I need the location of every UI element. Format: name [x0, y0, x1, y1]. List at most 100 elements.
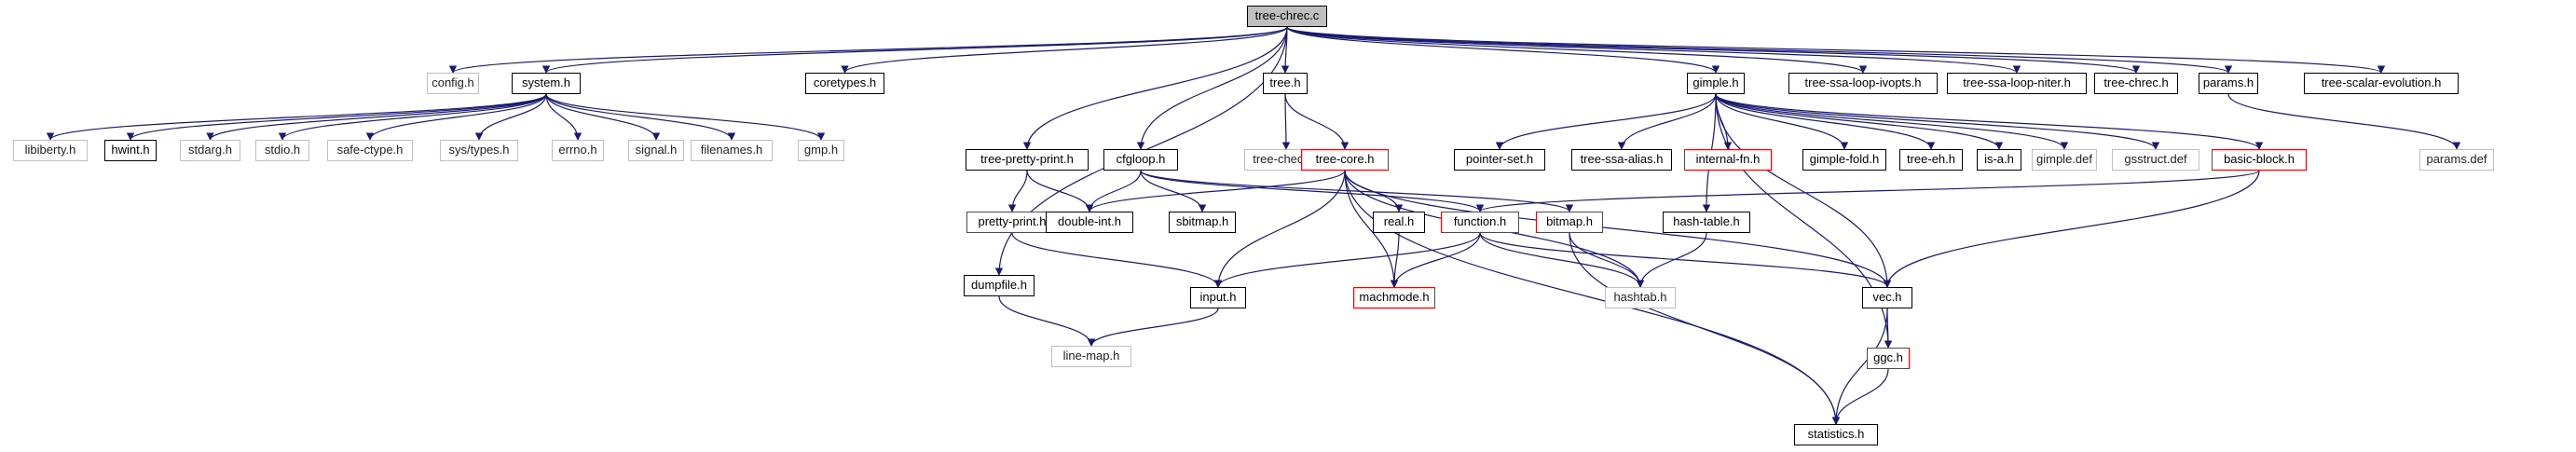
node-label: config.h [432, 75, 474, 89]
node-errno[interactable]: errno.h [552, 140, 604, 161]
edge-basicblock-to-vec [1883, 170, 2260, 288]
edge-root-to-gimple [1286, 26, 1720, 74]
node-treepp[interactable]: tree-pretty-print.h [966, 149, 1089, 171]
node-systypes[interactable]: sys/types.h [440, 140, 518, 161]
edge-function-to-vec [1479, 232, 1892, 288]
node-function[interactable]: function.h [1441, 212, 1519, 233]
node-safectype[interactable]: safe-ctype.h [327, 140, 413, 161]
node-system[interactable]: system.h [512, 73, 581, 94]
node-label: safe-ctype.h [336, 143, 404, 157]
edge-system-to-libiberty [46, 93, 547, 141]
node-input[interactable]: input.h [1190, 287, 1246, 308]
node-label: tree-chrec.h [2103, 75, 2169, 89]
edge-system-to-signal [545, 93, 661, 141]
node-isa[interactable]: is-a.h [1977, 149, 2021, 171]
node-filenames[interactable]: filenames.h [691, 140, 773, 161]
edge-root-to-coretypes [841, 26, 1288, 74]
edge-tree-to-treecore [1284, 93, 1350, 150]
edge-system-to-systypes [474, 93, 547, 141]
node-treeeh[interactable]: tree-eh.h [1899, 149, 1963, 171]
node-basicblock[interactable]: basic-block.h [2212, 149, 2307, 171]
edge-gimple-to-ssaalias [1617, 93, 1717, 150]
node-label: stdarg.h [188, 143, 232, 157]
node-label: filenames.h [700, 143, 763, 157]
edge-root-to-ivopts [1286, 26, 1868, 74]
node-label: pretty-print.h [978, 214, 1047, 228]
node-params[interactable]: params.h [2199, 73, 2258, 94]
edge-function-to-input [1213, 232, 1481, 288]
node-hashtable[interactable]: hash-table.h [1663, 212, 1750, 233]
node-tree[interactable]: tree.h [1263, 73, 1308, 94]
node-root[interactable]: tree-chrec.c [1247, 6, 1327, 27]
node-doubleint[interactable]: double-int.h [1046, 212, 1133, 233]
edge-treecore-to-vec [1344, 170, 1892, 288]
edge-function-to-hashtab [1479, 232, 1645, 288]
node-real[interactable]: real.h [1373, 212, 1425, 233]
edge-root-to-system [542, 26, 1288, 74]
node-sbitmap[interactable]: sbitmap.h [1169, 212, 1236, 233]
node-ssaalias[interactable]: tree-ssa-alias.h [1571, 149, 1672, 171]
node-label: tree-scalar-evolution.h [2321, 75, 2442, 89]
node-machmode[interactable]: machmode.h [1353, 287, 1435, 308]
node-pointerset[interactable]: pointer-set.h [1454, 149, 1545, 171]
edge-cfgloop-to-sbitmap [1140, 170, 1207, 212]
node-label: sys/types.h [448, 143, 510, 157]
node-label: libiberty.h [24, 143, 76, 157]
node-bitmap[interactable]: bitmap.h [1536, 212, 1603, 233]
edge-system-to-filenames [545, 93, 736, 141]
edge-bitmap-to-hashtab [1569, 232, 1645, 288]
node-label: internal-fn.h [1695, 152, 1761, 166]
edge-root-to-treechrec [1286, 26, 2140, 74]
edge-input-to-linemap [1087, 308, 1219, 347]
node-paramsdef[interactable]: params.def [2419, 149, 2494, 171]
node-statistics[interactable]: statistics.h [1794, 424, 1878, 445]
node-gimple[interactable]: gimple.h [1687, 73, 1745, 94]
node-label: signal.h [635, 143, 678, 157]
edge-prettyprint-to-input [1011, 232, 1223, 288]
node-dumpfile[interactable]: dumpfile.h [964, 275, 1035, 296]
node-label: params.h [2202, 75, 2254, 89]
edge-root-to-params [1286, 26, 2232, 74]
node-ggc[interactable]: ggc.h [1867, 348, 1910, 369]
edge-root-to-config [449, 26, 1288, 74]
node-gimplefold[interactable]: gimple-fold.h [1802, 149, 1886, 171]
node-label: sbitmap.h [1175, 214, 1229, 228]
node-gmp[interactable]: gmp.h [798, 140, 844, 161]
edge-ggc-to-statistics [1831, 368, 1889, 425]
node-label: gimple-fold.h [1809, 152, 1880, 166]
edge-treecore-to-machmode [1344, 170, 1399, 288]
edge-root-to-treepp [1022, 26, 1288, 150]
node-linemap[interactable]: line-map.h [1051, 346, 1131, 367]
edge-treepp-to-doubleint [1026, 170, 1094, 212]
node-treecore[interactable]: tree-core.h [1301, 149, 1389, 171]
node-vec[interactable]: vec.h [1862, 287, 1912, 308]
node-hwint[interactable]: hwint.h [104, 140, 157, 161]
node-internalfn[interactable]: internal-fn.h [1684, 149, 1772, 171]
node-label: tree-core.h [1315, 152, 1375, 166]
node-coretypes[interactable]: coretypes.h [805, 73, 884, 94]
node-stdio[interactable]: stdio.h [255, 140, 309, 161]
node-label: vec.h [1872, 290, 1902, 304]
node-cfgloop[interactable]: cfgloop.h [1103, 149, 1178, 171]
node-gimpledef[interactable]: gimple.def [2032, 149, 2097, 171]
node-prettyprint[interactable]: pretty-print.h [966, 212, 1058, 233]
node-label: tree-pretty-print.h [980, 152, 1074, 166]
node-label: tree-ssa-alias.h [1580, 152, 1664, 166]
node-gsstruct[interactable]: gsstruct.def [2112, 149, 2199, 171]
node-label: tree.h [1269, 75, 1301, 89]
node-stdarg[interactable]: stdarg.h [180, 140, 240, 161]
edge-system-to-gmp [545, 93, 826, 141]
node-treechrec[interactable]: tree-chrec.h [2094, 73, 2178, 94]
edge-vec-to-statistics [1831, 308, 1888, 425]
node-signal[interactable]: signal.h [628, 140, 684, 161]
edge-system-to-errno [545, 93, 582, 141]
node-config[interactable]: config.h [427, 73, 479, 94]
node-ivopts[interactable]: tree-ssa-loop-ivopts.h [1788, 73, 1938, 94]
node-scev[interactable]: tree-scalar-evolution.h [2304, 73, 2459, 94]
node-label: errno.h [558, 143, 597, 157]
node-libiberty[interactable]: libiberty.h [13, 140, 88, 161]
node-hashtab[interactable]: hashtab.h [1605, 287, 1676, 308]
node-niter[interactable]: tree-ssa-loop-niter.h [1947, 73, 2087, 94]
edge-params-to-paramsdef [2227, 93, 2461, 150]
